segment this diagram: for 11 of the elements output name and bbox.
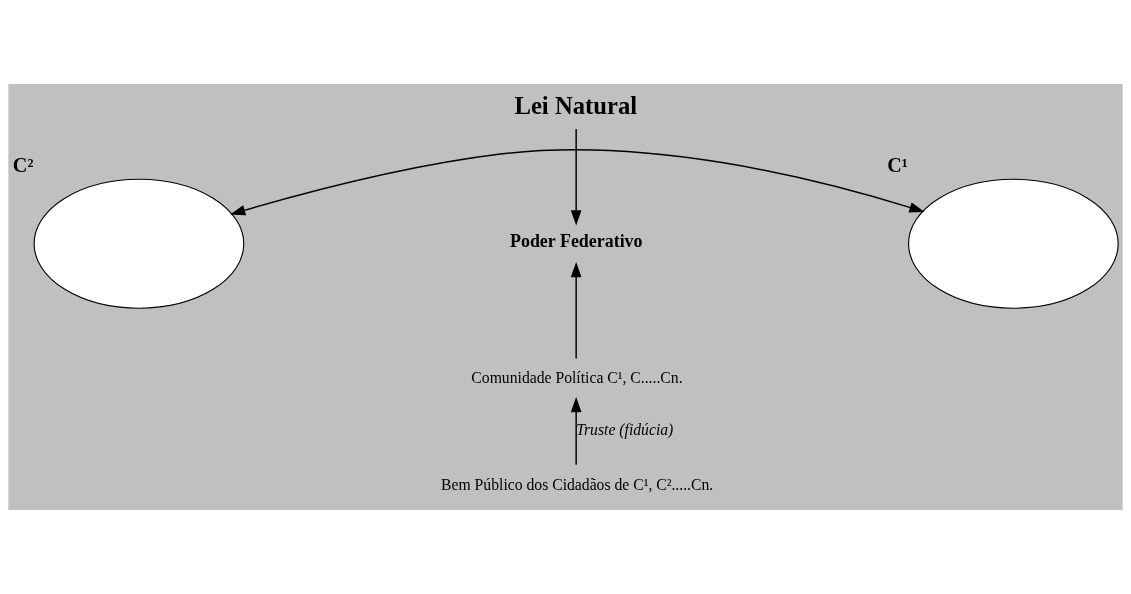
node-label: C¹ [887,153,908,176]
arrow [570,396,582,466]
arrow [570,128,582,226]
node-text: Comunidade Política C¹, C.....Cn. [471,368,683,386]
arrow [570,262,582,360]
node-text: Bem Público dos Cidadãos de C¹, C².....Cn. [441,475,714,493]
edge-label: Truste (fidúcia) [576,421,674,439]
node-text: Lei Natural [514,91,638,119]
node-text: Poder Federativo [510,230,643,251]
arrow [230,149,925,216]
node-label: C² [12,153,34,176]
